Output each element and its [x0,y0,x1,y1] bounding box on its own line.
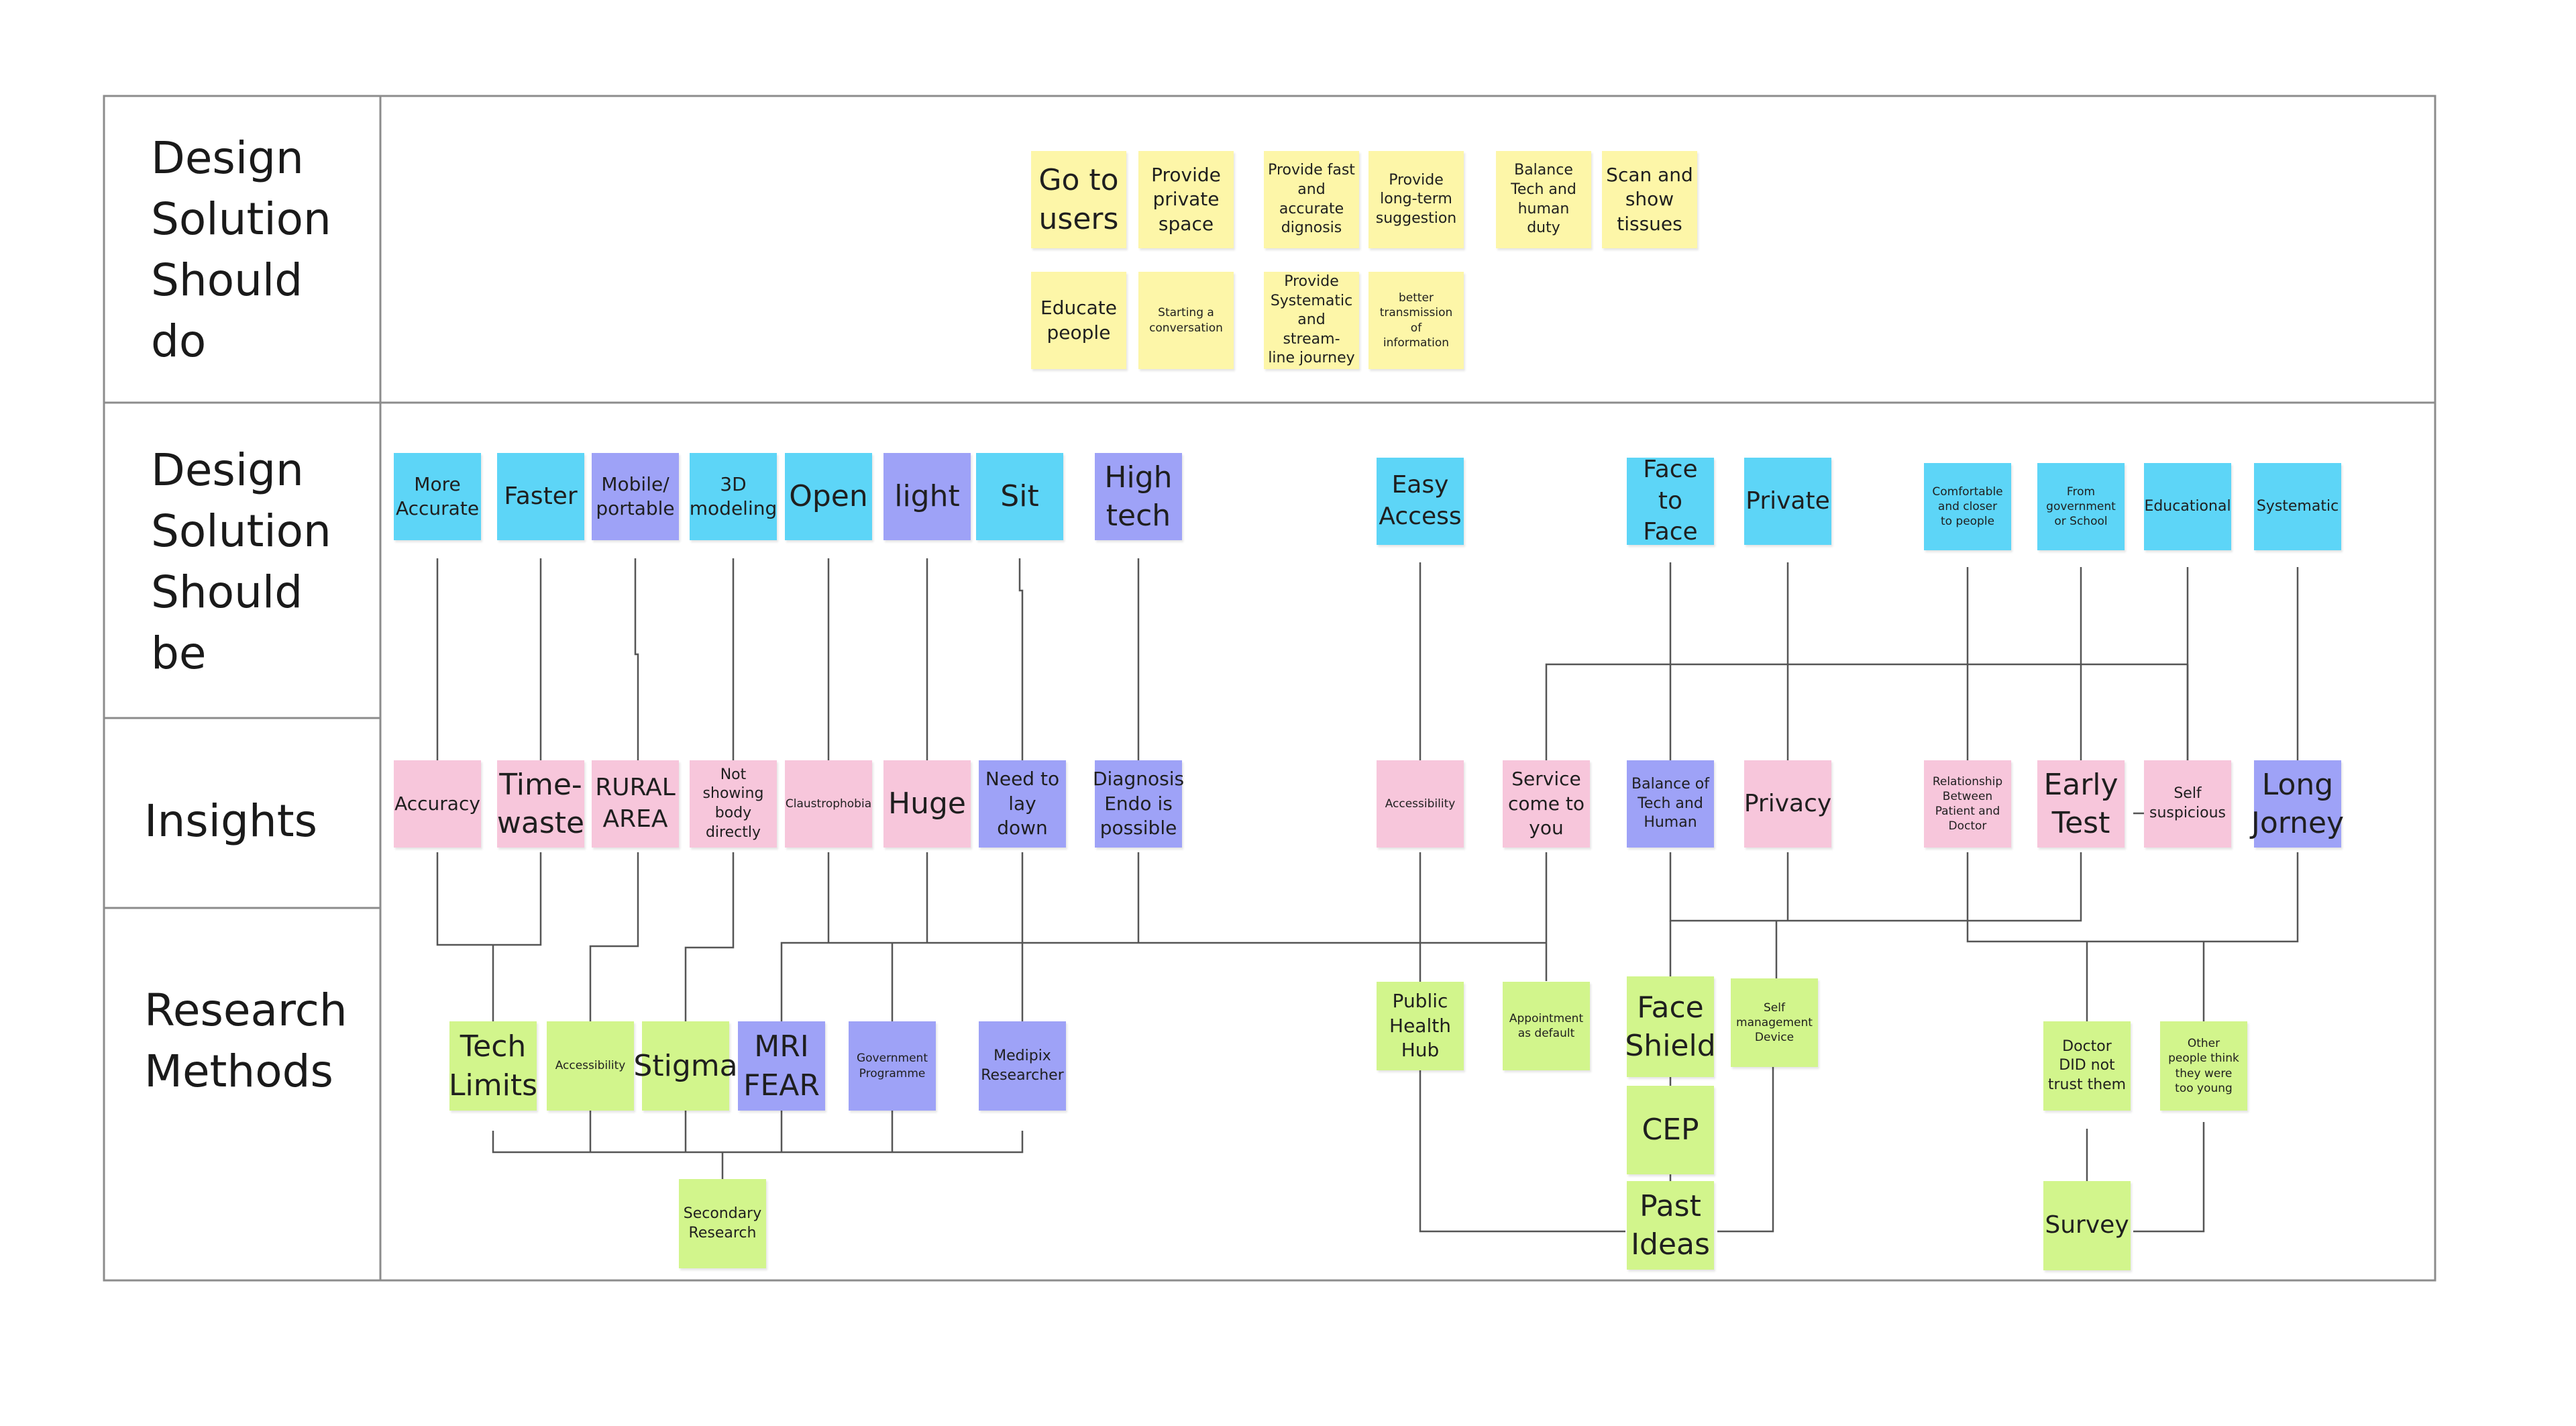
note-easy-access[interactable]: Easy Access [1377,458,1464,545]
note-light[interactable]: light [883,453,971,540]
note-educational[interactable]: Educational [2144,463,2231,550]
note-better-transmission[interactable]: better transmission of information [1368,272,1464,369]
note-private[interactable]: Private [1744,458,1831,545]
note-appointment-default[interactable]: Appointment as default [1503,982,1590,1070]
note-service-come-to-you[interactable]: Service come to you [1503,760,1590,848]
note-more-accurate[interactable]: More Accurate [394,453,481,540]
note-comfortable-closer[interactable]: Comfortable and closer to people [1924,463,2011,550]
note-long-term-suggestion[interactable]: Provide long-term suggestion [1368,151,1464,248]
note-go-to-users[interactable]: Go to users [1031,151,1126,248]
row-label-insights: Insights [144,795,318,847]
note-systematic[interactable]: Systematic [2254,463,2341,550]
connector-lines [436,558,2299,1233]
note-time-waste[interactable]: Time- waste [497,760,584,848]
note-claustrophobia[interactable]: Claustrophobia [785,760,872,848]
note-accessibility-method[interactable]: Accessibility [547,1021,634,1111]
note-open[interactable]: Open [785,453,872,540]
note-sit[interactable]: Sit [976,453,1063,540]
note-survey[interactable]: Survey [2043,1181,2131,1270]
note-diagnosis-endo[interactable]: Diagnosis Endo is possible [1093,760,1184,848]
note-educate-people[interactable]: Educate people [1031,272,1126,369]
note-long-jorney[interactable]: Long Jorney [2251,760,2344,848]
note-self-management-device[interactable]: Self management Device [1731,978,1818,1067]
note-starting-conversation[interactable]: Starting a conversation [1138,272,1234,369]
note-3d-modeling[interactable]: 3D modeling [690,453,777,540]
note-high-tech[interactable]: High tech [1095,453,1182,540]
note-doctor-did-not-trust[interactable]: Doctor DID not trust them [2043,1021,2131,1111]
note-accuracy[interactable]: Accuracy [394,760,481,848]
table-grid [103,95,2436,1282]
row-label-design-should-do: Design Solution Should do [151,132,331,368]
note-face-to-face[interactable]: Face to Face [1627,456,1714,546]
note-medipix-researcher[interactable]: Medipix Researcher [979,1021,1066,1111]
note-public-health-hub[interactable]: Public Health Hub [1377,982,1464,1070]
note-secondary-research[interactable]: Secondary Research [679,1179,766,1268]
note-stigma[interactable]: Stigma [633,1021,738,1111]
note-privacy[interactable]: Privacy [1744,760,1831,848]
row-label-research-methods: Research Methods [144,984,347,1098]
note-mri-fear[interactable]: MRI FEAR [738,1021,825,1111]
note-early-test[interactable]: Early Test [2037,760,2125,848]
note-face-shield[interactable]: Face Shield [1625,976,1716,1077]
table-border [103,95,2436,1282]
note-systematic-journey[interactable]: Provide Systematic and stream- line jour… [1264,272,1359,369]
note-provide-fast-diagnosis[interactable]: Provide fast and accurate dignosis [1264,151,1359,248]
note-past-ideas[interactable]: Past Ideas [1627,1181,1714,1270]
note-balance-tech-human-duty[interactable]: Balance Tech and human duty [1496,151,1591,248]
note-huge[interactable]: Huge [883,760,971,848]
row-label-design-should-be: Design Solution Should be [151,444,331,680]
note-provide-private-space[interactable]: Provide private space [1138,151,1234,248]
note-other-people-too-young[interactable]: Other people think they were too young [2160,1021,2247,1111]
note-self-suspicious[interactable]: Self suspicious [2144,760,2231,848]
note-rural-area[interactable]: RURAL AREA [592,760,679,848]
note-scan-show-tissues[interactable]: Scan and show tissues [1602,151,1697,248]
note-cep[interactable]: CEP [1627,1086,1714,1174]
note-tech-limits[interactable]: Tech Limits [449,1021,537,1111]
note-faster[interactable]: Faster [497,453,584,540]
note-government-programme[interactable]: Government Programme [849,1021,936,1111]
note-relationship-patient-doctor[interactable]: Relationship Between Patient and Doctor [1924,760,2011,848]
note-not-showing-body[interactable]: Not showing body directly [690,760,777,848]
note-from-government-school[interactable]: From government or School [2037,463,2125,550]
note-balance-tech-human[interactable]: Balance of Tech and Human [1627,760,1714,848]
note-accessibility-insight[interactable]: Accessibility [1377,760,1464,848]
note-need-to-lay-down[interactable]: Need to lay down [979,760,1066,848]
note-mobile-portable[interactable]: Mobile/ portable [592,453,679,540]
